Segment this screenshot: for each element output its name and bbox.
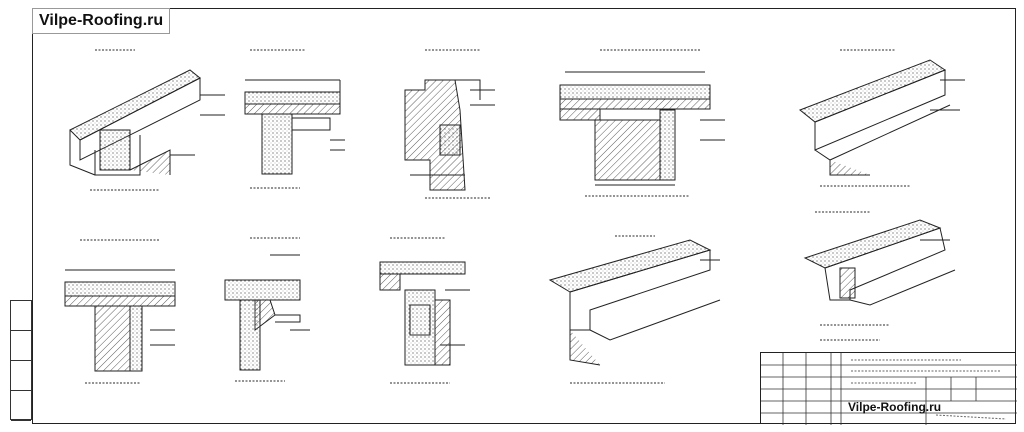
title-block-grid xyxy=(761,353,1017,425)
drawing-frame xyxy=(32,8,1016,424)
detail-9 xyxy=(548,239,721,366)
detail-2 xyxy=(244,79,345,175)
detail-3 xyxy=(404,79,495,191)
detail-10 xyxy=(803,219,956,306)
detail-1 xyxy=(69,69,225,176)
detail-8 xyxy=(379,261,470,366)
detail-5 xyxy=(799,59,965,176)
title-block xyxy=(760,352,1017,425)
title-block-logo: Vilpe-Roofing.ru xyxy=(848,400,942,414)
detail-4 xyxy=(559,71,725,186)
site-logo: Vilpe-Roofing.ru xyxy=(32,8,171,34)
detail-6 xyxy=(64,269,176,372)
side-stamp xyxy=(10,300,32,421)
detail-7 xyxy=(224,254,310,371)
